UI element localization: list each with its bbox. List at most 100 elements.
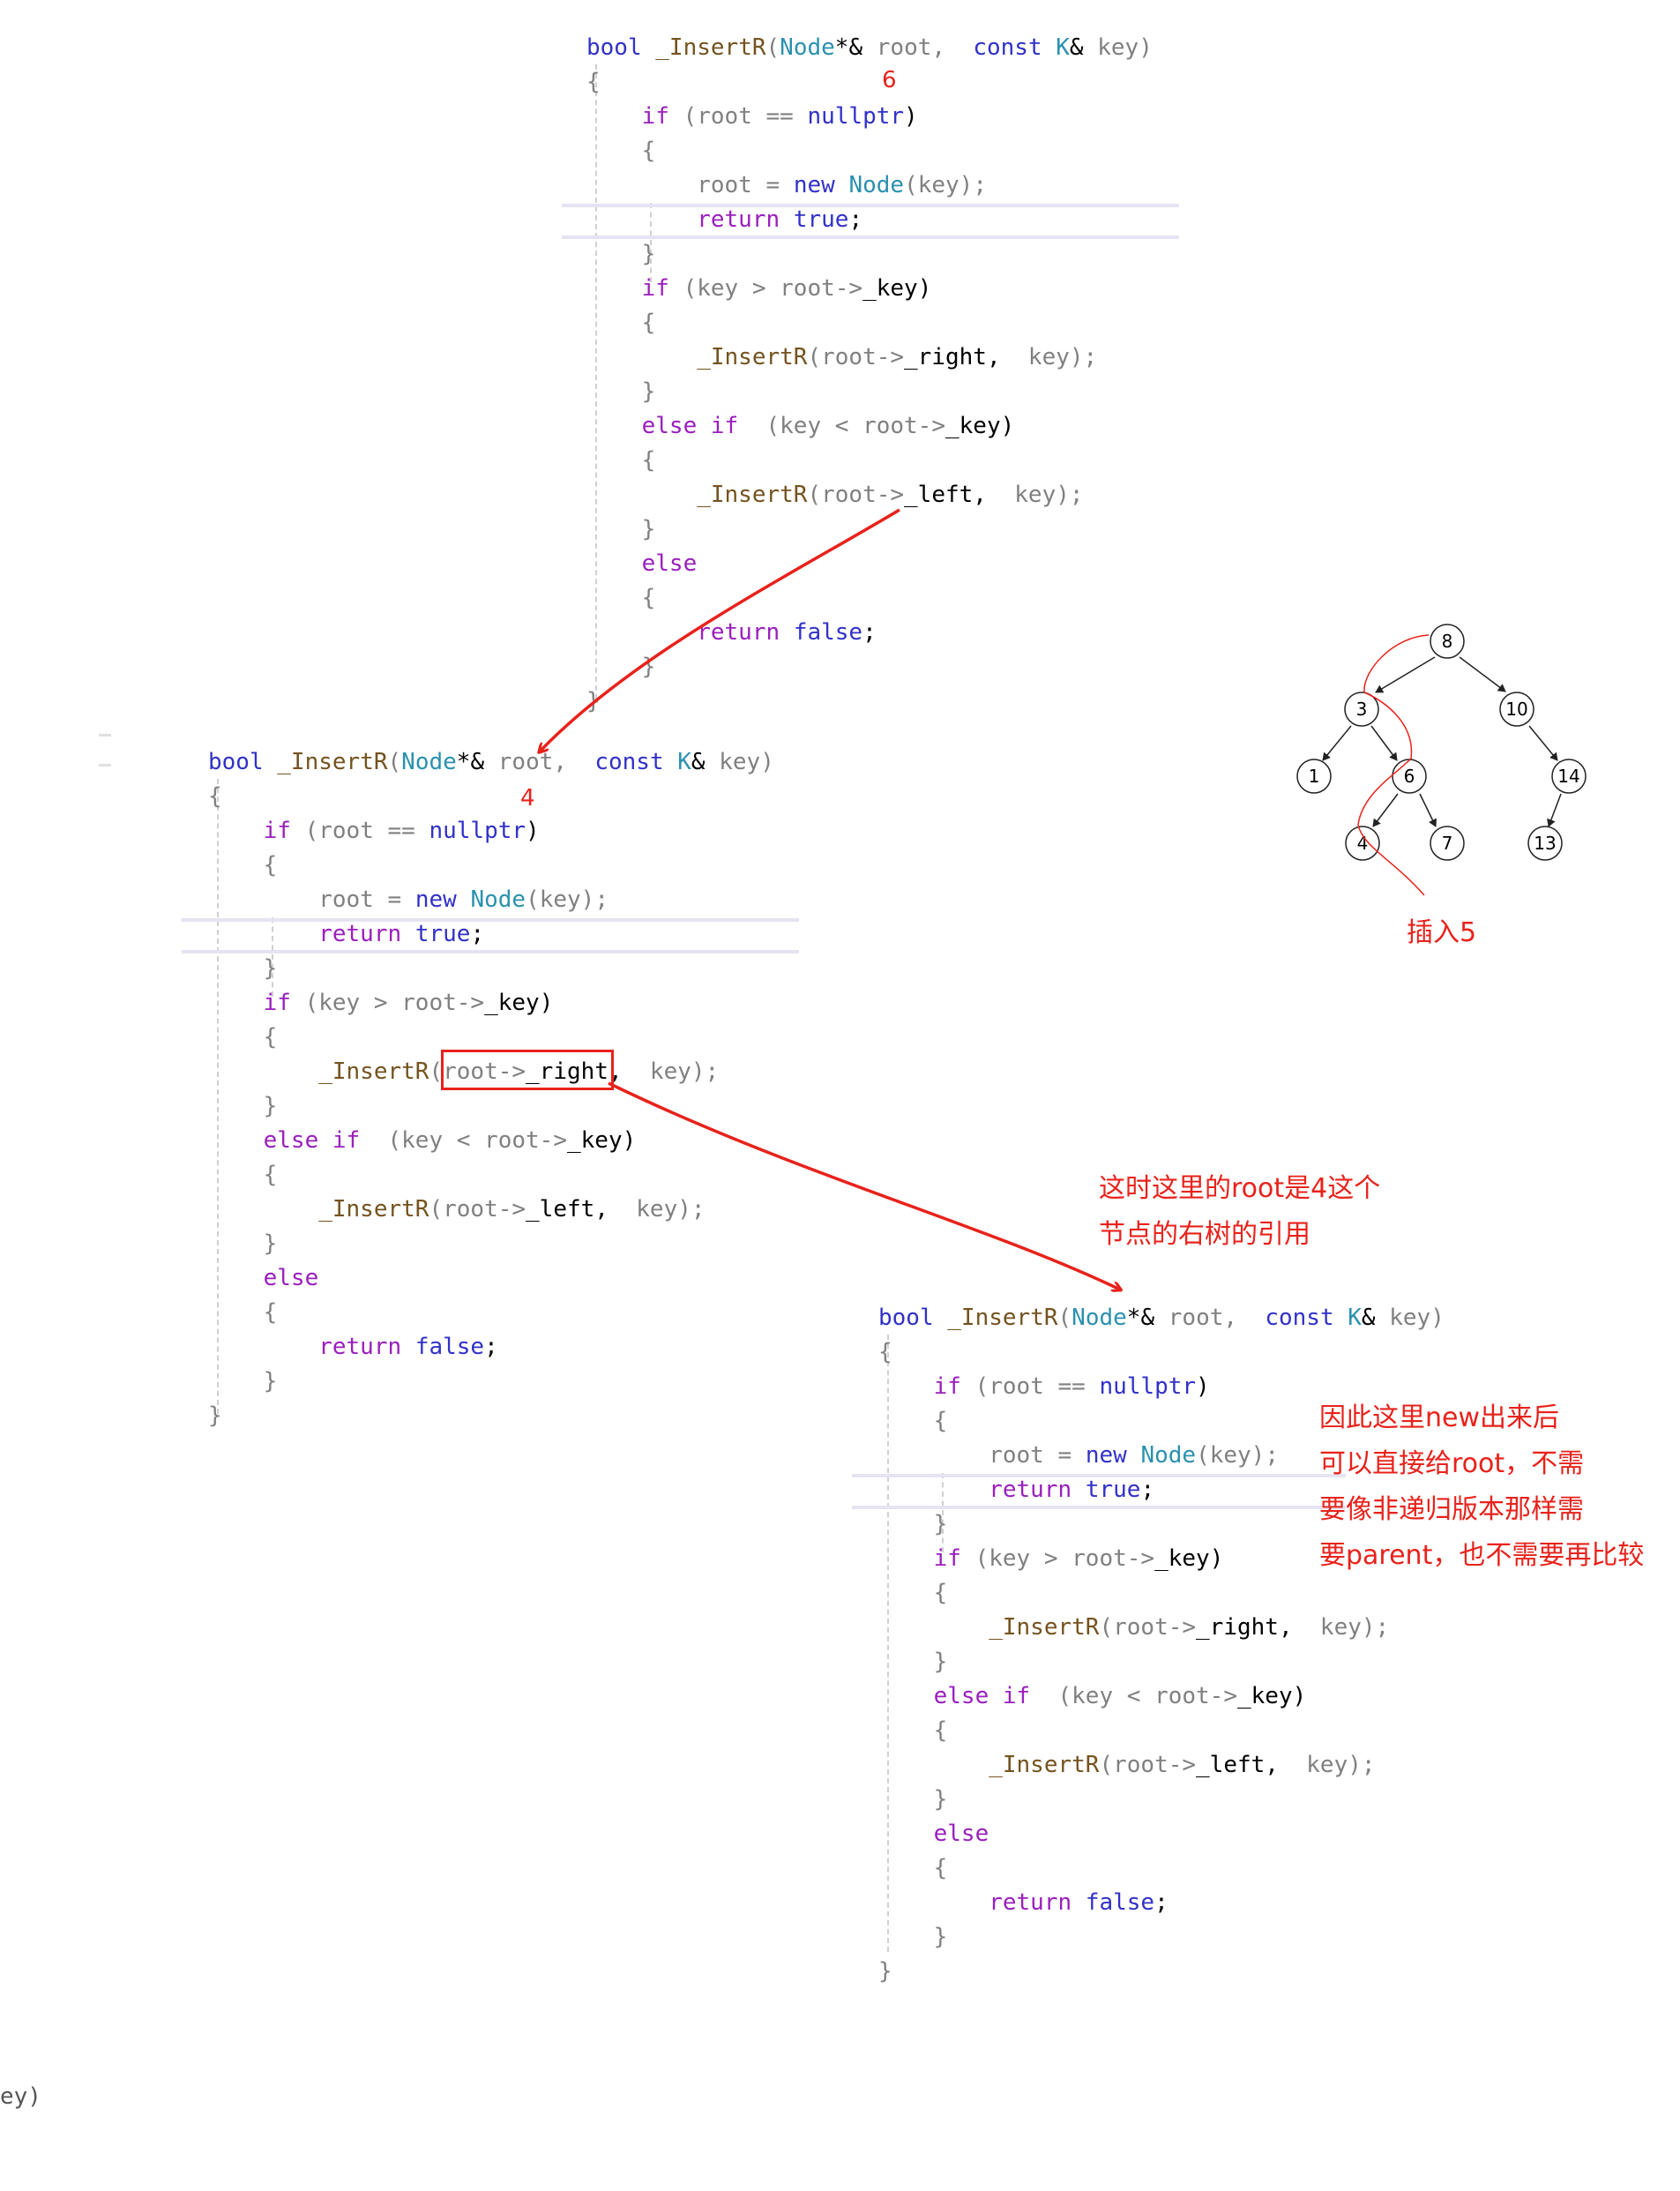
code-token: true <box>1085 1477 1141 1503</box>
code-token: Node <box>470 886 526 913</box>
code-token: key); <box>986 482 1084 508</box>
code-line: if (root == nullptr) <box>208 814 540 849</box>
cropped-mark <box>99 734 111 737</box>
tree-node-label: 6 <box>1404 766 1415 787</box>
code-token: if <box>878 1545 975 1572</box>
code-line: } <box>878 1783 948 1817</box>
recursion-arrow-1 <box>540 508 900 752</box>
tree-node-circle <box>1551 759 1587 794</box>
code-token: ; <box>1140 1477 1155 1503</box>
code-token: ; <box>848 206 863 233</box>
tree-node-circle <box>1527 826 1563 861</box>
code-token: new <box>793 172 849 198</box>
code-token: else if <box>208 1127 374 1154</box>
tree-edge <box>1372 793 1399 827</box>
tree-edge <box>1547 793 1562 827</box>
code-token: & <box>691 749 706 775</box>
code-token: if <box>586 275 683 302</box>
tree-node-label: 3 <box>1356 699 1368 720</box>
code-token: Node <box>1071 1305 1127 1331</box>
code-token: false <box>793 619 863 646</box>
indent-guide <box>942 1473 944 1552</box>
highlight-line <box>562 204 1179 207</box>
code-token: { <box>878 1717 948 1744</box>
code-line: bool _InsertR(Node*& root, const K& key) <box>208 745 774 780</box>
highlight-line <box>562 236 1179 239</box>
code-token: & <box>1069 34 1084 61</box>
code-token: (root == <box>683 103 808 130</box>
code-token: _InsertR <box>277 749 388 775</box>
code-token: return <box>208 1334 415 1360</box>
code-token: (key > root-> <box>683 275 863 302</box>
code-token: { <box>208 1024 278 1051</box>
code-token: ) <box>904 103 918 130</box>
code-line: { <box>586 65 601 100</box>
code-line: _InsertR(root->_right, key); <box>878 1611 1389 1645</box>
code-line: return false; <box>878 1886 1169 1920</box>
code-token: false <box>1085 1889 1155 1916</box>
code-line: { <box>208 1158 278 1193</box>
indent-guide <box>217 779 219 1414</box>
tree-node-13: 13 <box>1527 826 1563 861</box>
code-token: bool <box>208 749 278 775</box>
highlight-line <box>182 950 799 953</box>
code-token: _key) <box>484 990 554 1016</box>
indent-guide <box>650 203 652 282</box>
code-token: } <box>208 1093 278 1119</box>
code-line: } <box>878 1920 948 1955</box>
code-token: return <box>208 921 415 947</box>
code-line: _InsertR(root->_left, key); <box>586 478 1084 512</box>
code-line: if (key > root->_key) <box>586 272 932 306</box>
code-token: { <box>208 783 222 810</box>
code-token: new <box>414 886 471 913</box>
code-token: root, <box>1154 1305 1266 1331</box>
code-line: } <box>208 1365 278 1399</box>
code-token: (root-> <box>429 1196 526 1223</box>
code-token: { <box>878 1855 948 1881</box>
code-token: return <box>586 619 794 646</box>
code-line: if (key > root->_key) <box>878 1542 1224 1576</box>
frame-label-6: 6 <box>882 67 897 93</box>
code-line: { <box>878 1714 948 1748</box>
tree-node-6: 6 <box>1392 759 1427 794</box>
code-token: return <box>878 1889 1086 1916</box>
code-line: } <box>586 375 656 409</box>
code-token: const <box>973 34 1057 61</box>
code-token: root = <box>208 886 415 913</box>
code-frame-2: bool _InsertR(Node*& root, const K& key)… <box>182 745 825 1433</box>
root-right-highlight-box <box>441 1050 614 1090</box>
code-token: else if <box>586 413 752 439</box>
code-line: else if (key < root->_key) <box>208 1124 637 1158</box>
code-token: false <box>414 1334 485 1360</box>
code-line: return true; <box>208 917 484 952</box>
code-line: { <box>586 306 656 340</box>
code-token: ; <box>470 921 485 947</box>
code-token: ; <box>1154 1889 1169 1916</box>
code-line: return false; <box>586 616 877 650</box>
code-token: else if <box>878 1683 1044 1709</box>
code-line: } <box>586 512 656 547</box>
recursion-arrow-2 <box>608 1081 1120 1290</box>
tree-node-circle <box>1499 692 1534 727</box>
code-token: } <box>208 1230 278 1257</box>
code-token: *& <box>456 749 485 775</box>
code-token: _InsertR <box>878 1752 1100 1778</box>
tree-edge <box>1370 725 1398 761</box>
code-line: _InsertR(root->_left, key); <box>208 1193 705 1227</box>
code-token: } <box>208 1402 222 1429</box>
code-token: (key); <box>1196 1442 1279 1469</box>
code-token: { <box>586 310 656 336</box>
code-token: _left, <box>1196 1752 1279 1778</box>
code-token: { <box>586 138 656 164</box>
tree-edge <box>1459 656 1506 692</box>
code-token: { <box>586 447 656 474</box>
code-token: root = <box>878 1442 1086 1469</box>
code-token: true <box>414 921 471 947</box>
annotation-root-reference: 这时这里的root是4这个 节点的右树的引用 <box>1099 1173 1381 1250</box>
code-token: { <box>208 1162 278 1188</box>
code-line: { <box>878 1404 948 1439</box>
code-token: root, <box>484 749 595 775</box>
tree-edge <box>1322 725 1352 761</box>
tree-edge <box>1419 793 1437 827</box>
